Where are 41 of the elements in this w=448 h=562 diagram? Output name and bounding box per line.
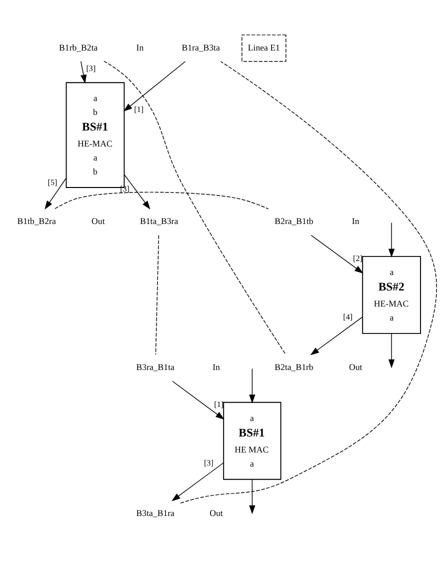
edge-label: [2]: [353, 254, 362, 264]
label: Out: [92, 216, 105, 226]
node-text: B3ta_B1ra: [136, 508, 174, 518]
arrow: [388, 222, 395, 258]
arrow: [249, 479, 256, 514]
edge-label: [5]: [48, 178, 58, 188]
arrow: [388, 333, 395, 368]
edge-label: [1]: [134, 104, 144, 114]
arrow: [80, 61, 87, 84]
label: In: [212, 362, 220, 372]
edge-label: [1]: [214, 400, 224, 410]
edge-label: [4]: [343, 312, 353, 322]
arrow: [172, 380, 224, 420]
node-text: B1tb_B2ra: [17, 216, 56, 226]
node-text: B1ra_B3ta: [182, 42, 220, 52]
arrow: [123, 61, 186, 112]
node-box: a BS#1 HE MAC a: [223, 402, 282, 480]
arrow: [249, 368, 256, 404]
legend-label: Linea E1: [248, 42, 280, 52]
node-box: a BS#2 HE-MAC a: [362, 256, 421, 334]
arrow: [44, 178, 67, 210]
edge-label: [3]: [86, 64, 96, 74]
node-text: B2ta_B1rb: [274, 362, 314, 372]
node-box: a b BS#1 HE-MAC a b: [66, 82, 125, 188]
node-text: B1ta_B3ra: [140, 216, 178, 226]
node-text: B1rb_B2ta: [59, 42, 98, 52]
connector: [104, 60, 286, 355]
connector: [155, 234, 160, 355]
label: In: [136, 42, 144, 52]
label: Out: [349, 362, 362, 372]
node-text: B2ra_B1tb: [274, 216, 314, 226]
arrow: [310, 316, 363, 356]
connector: [54, 192, 269, 210]
arrow: [172, 462, 224, 502]
node-text: B3ra_B1ta: [136, 362, 174, 372]
label: In: [352, 216, 360, 226]
edge-label: [3]: [204, 458, 214, 468]
arrow: [310, 234, 364, 274]
connector: [180, 61, 437, 504]
arrow: [124, 174, 150, 210]
label: Out: [210, 508, 223, 518]
